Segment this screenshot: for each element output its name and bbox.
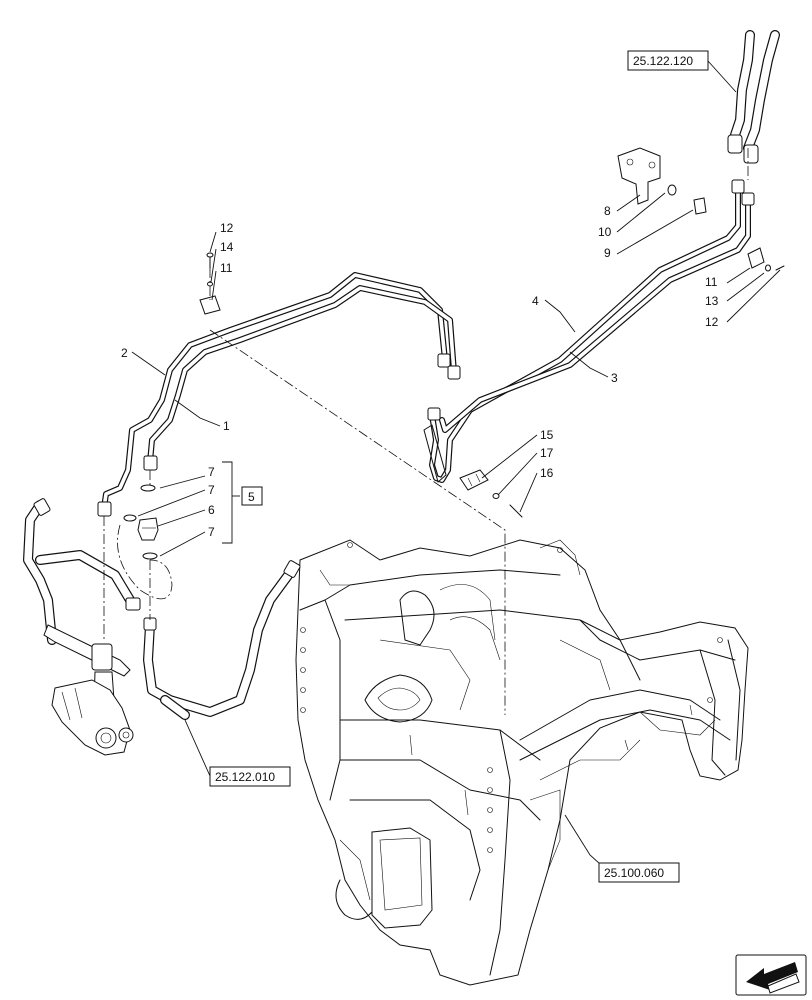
callout-12-left: 12 [220,221,234,235]
callout-2: 2 [121,346,128,360]
callout-6: 6 [208,503,215,517]
pipe-fitting-nut [731,179,745,194]
washer-17 [492,493,500,499]
screw-12-left [206,252,214,269]
callout-16: 16 [540,466,554,480]
callout-5-box [241,486,263,506]
callout-7-c: 7 [208,525,215,539]
pipe-fitting-nut [97,501,112,517]
arrow-back-icon[interactable] [735,954,807,996]
ref-box-25-100-060[interactable]: 25.100.060 [598,862,680,883]
callout-labels: 2 1 12 14 11 7 7 6 7 5 4 3 8 10 9 11 13 … [121,204,719,539]
callout-12-right: 12 [705,315,719,329]
callout-15: 15 [540,428,554,442]
pipe-fitting-nut [437,353,451,368]
callout-9: 9 [604,246,611,260]
washer-13 [765,264,771,272]
clamp-15 [459,469,489,491]
callout-1: 1 [223,419,230,433]
seal-7-b [123,514,137,522]
hose-top-right [727,30,780,164]
ref-box-25-122-120[interactable]: 25.122.120 [627,50,709,71]
washer-10 [667,184,677,196]
callout-5: 5 [248,490,255,504]
clamp-11-right [747,247,765,269]
ref-label-25-100-060: 25.100.060 [604,866,664,880]
callout-3: 3 [611,371,618,385]
callout-7-b: 7 [208,483,215,497]
bracket-8 [617,147,661,205]
pipe-fitting-nut [143,455,158,471]
pipe-fitting-nut [741,192,755,206]
pipe-1-2-left [97,272,461,517]
front-frame-casting [295,539,749,986]
pipe-fitting-nut [427,407,441,421]
ref-box-25-122-010[interactable]: 25.122.010 [209,766,291,787]
pipe-3-4-right [423,179,755,483]
clamp-11-left [199,295,221,315]
callout-13: 13 [705,294,719,308]
adapter-6 [137,517,159,541]
callout-14: 14 [220,240,234,254]
screw-12-right [775,265,785,271]
callout-11-right: 11 [705,275,718,289]
seal-7-c [142,552,158,560]
hose-left-assembly [23,498,301,756]
callout-7-a: 7 [208,465,215,479]
seal-7-a [140,484,156,492]
callout-17: 17 [540,446,554,460]
callout-8: 8 [604,204,611,218]
pipe-fitting-nut [447,365,461,380]
callout-11-left: 11 [220,261,233,275]
callout-4: 4 [532,294,539,308]
ref-label-25-122-120: 25.122.120 [633,54,693,68]
bolt-9 [693,197,707,215]
callout-10: 10 [598,225,612,239]
ref-label-25-122-010: 25.122.010 [215,770,275,784]
screw-16 [509,504,523,518]
